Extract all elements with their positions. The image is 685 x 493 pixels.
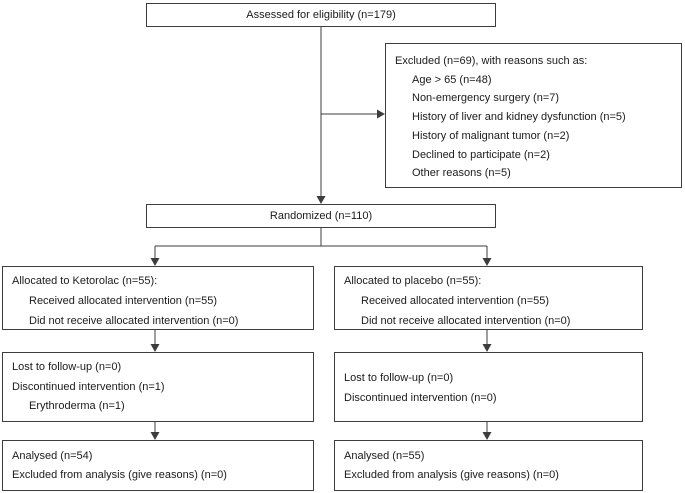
excluded-reason: Age > 65 (n=48)	[412, 73, 492, 86]
analysis-detail: Analysed (n=55)	[344, 450, 425, 462]
analysis-detail: Excluded from analysis (give reasons) (n…	[12, 469, 227, 481]
allocation-title: Allocated to placebo (n=55):	[344, 275, 482, 287]
randomized-label: Randomized (n=110)	[269, 210, 373, 222]
assessed-label: Assessed for eligibility (n=179)	[246, 9, 396, 21]
assessed-box: Assessed for eligibility (n=179)	[146, 3, 496, 27]
excluded-reason: Other reasons (n=5)	[412, 167, 511, 180]
allocation-ketorolac-box: Allocated to Ketorolac (n=55): Received …	[2, 266, 314, 330]
allocation-detail: Did not receive allocated intervention (…	[361, 315, 571, 327]
followup-detail: Discontinued intervention (n=1)	[12, 380, 165, 393]
arrowhead-down-allocation-left	[150, 258, 160, 266]
arrowhead-down-analysis-right	[482, 432, 492, 440]
analysis-placebo-box: Analysed (n=55) Excluded from analysis (…	[334, 440, 643, 491]
excluded-box: Excluded (n=69), with reasons such as: A…	[385, 43, 682, 188]
analysis-detail: Excluded from analysis (give reasons) (n…	[344, 469, 559, 481]
randomized-box: Randomized (n=110)	[146, 204, 496, 228]
analysis-ketorolac-box: Analysed (n=54) Excluded from analysis (…	[2, 440, 314, 491]
allocation-placebo-box: Allocated to placebo (n=55): Received al…	[334, 266, 643, 330]
arrowhead-down-allocation-right	[482, 258, 492, 266]
followup-reason: Erythroderma (n=1)	[29, 400, 125, 412]
arrowhead-down-randomized	[316, 196, 326, 204]
arrowhead-down-followup-left	[150, 344, 160, 352]
excluded-reason: History of liver and kidney dysfunction …	[412, 111, 626, 124]
allocation-detail: Did not receive allocated intervention (…	[29, 315, 239, 327]
excluded-reason: Non-emergency surgery (n=7)	[412, 92, 560, 105]
followup-placebo-box: Lost to follow-up (n=0) Discontinued int…	[334, 352, 643, 422]
allocation-detail: Received allocated intervention (n=55)	[29, 295, 218, 307]
allocation-detail: Received allocated intervention (n=55)	[361, 295, 550, 307]
excluded-title: Excluded (n=69), with reasons such as:	[395, 55, 588, 67]
allocation-title: Allocated to Ketorolac (n=55):	[12, 275, 158, 287]
followup-detail: Discontinued intervention (n=0)	[344, 392, 497, 404]
arrowhead-down-analysis-left	[150, 432, 160, 440]
followup-ketorolac-box: Lost to follow-up (n=0) Discontinued int…	[2, 352, 314, 422]
analysis-detail: Analysed (n=54)	[12, 450, 93, 462]
excluded-reason: Declined to participate (n=2)	[412, 148, 550, 161]
excluded-reason: History of malignant tumor (n=2)	[412, 129, 570, 142]
followup-detail: Lost to follow-up (n=0)	[12, 361, 122, 373]
arrowhead-down-followup-right	[482, 344, 492, 352]
arrowhead-right-excluded	[377, 109, 385, 119]
followup-detail: Lost to follow-up (n=0)	[344, 372, 454, 384]
